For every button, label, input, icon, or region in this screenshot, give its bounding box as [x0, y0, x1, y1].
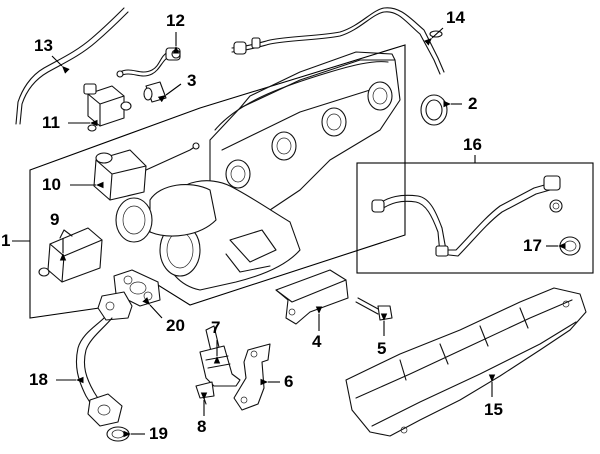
breather-hose — [231, 7, 445, 75]
callout-4: 4 — [312, 332, 322, 351]
banjo-fitting — [116, 47, 181, 78]
callout-19: 19 — [149, 424, 168, 443]
callout-3: 3 — [187, 71, 197, 90]
callout-10: 10 — [42, 175, 61, 194]
control-module — [38, 227, 103, 283]
callout-6: 6 — [284, 372, 294, 391]
wastegate-actuator — [93, 142, 200, 201]
callout-1: 1 — [1, 231, 11, 250]
callout-8: 8 — [197, 417, 207, 436]
stud-bolt — [355, 297, 393, 321]
callout-2: 2 — [468, 94, 478, 113]
callout-17: 17 — [523, 236, 542, 255]
o-ring-17 — [559, 236, 581, 256]
callout-20: 20 — [166, 316, 185, 335]
turbo-manifold — [115, 51, 401, 291]
seal-ring-19 — [106, 426, 130, 442]
support-bracket — [275, 269, 349, 325]
oil-tube — [75, 291, 133, 427]
callout-13: 13 — [34, 36, 53, 55]
callout-18: 18 — [29, 370, 48, 389]
connector-3 — [143, 81, 167, 103]
gasket-ring — [420, 94, 448, 126]
callout-15: 15 — [484, 400, 503, 419]
callout-11: 11 — [42, 113, 60, 132]
callout-12: 12 — [166, 11, 185, 30]
oxygen-sensor — [199, 325, 241, 387]
leader-lines — [12, 27, 566, 438]
callout-14: 14 — [446, 8, 465, 27]
solenoid-valve — [83, 83, 132, 132]
vacuum-hose — [15, 7, 129, 125]
callout-7: 7 — [211, 318, 221, 337]
fitting-8 — [195, 381, 215, 405]
callout-16: 16 — [463, 135, 482, 154]
large-heat-shield — [345, 287, 587, 437]
callout-5: 5 — [377, 339, 387, 358]
callout-9: 9 — [50, 210, 60, 229]
small-heat-shield — [233, 343, 271, 411]
oil-line-assembly — [371, 175, 563, 257]
